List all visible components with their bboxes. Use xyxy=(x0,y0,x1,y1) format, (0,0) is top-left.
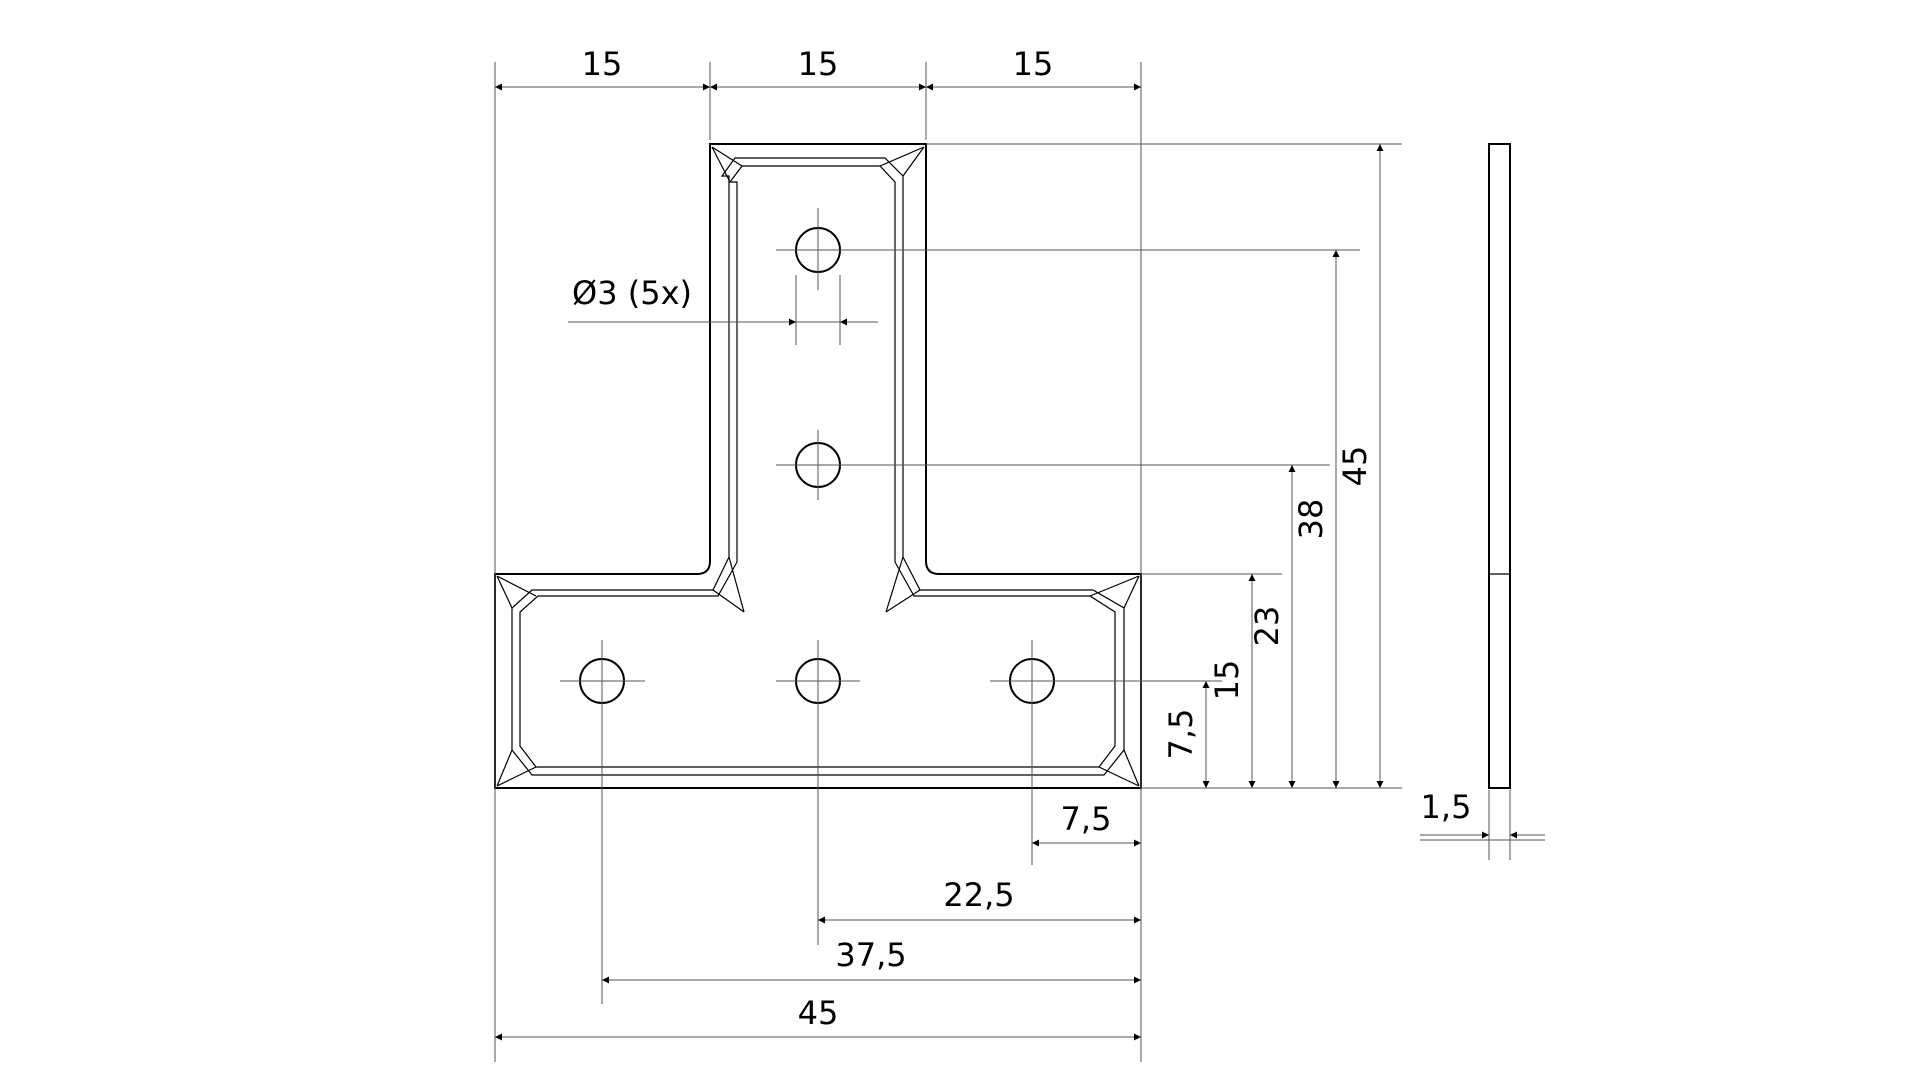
dimension-lines xyxy=(495,83,1545,1041)
dim-bottom-37-5: 37,5 xyxy=(835,936,906,974)
dim-bottom-7-5: 7,5 xyxy=(1061,800,1112,838)
dim-thickness: 1,5 xyxy=(1421,788,1472,826)
dim-top-1: 15 xyxy=(582,45,623,83)
dim-right-23: 23 xyxy=(1248,606,1286,647)
side-view xyxy=(1488,143,1511,789)
dim-bottom-22-5: 22,5 xyxy=(943,876,1014,914)
dim-top-3: 15 xyxy=(1013,45,1054,83)
dim-bottom-45: 45 xyxy=(798,994,839,1032)
dim-right-45: 45 xyxy=(1336,446,1374,487)
dim-right-7-5: 7,5 xyxy=(1162,709,1200,760)
dimension-labels: 15 15 15 Ø3 (5x) 45 38 23 15 7,5 7,5 22,… xyxy=(572,45,1471,1032)
hole-diameter-label: Ø3 (5x) xyxy=(572,274,692,312)
dim-right-38: 38 xyxy=(1292,499,1330,540)
dim-right-15: 15 xyxy=(1208,660,1246,701)
dim-top-2: 15 xyxy=(798,45,839,83)
extension-lines xyxy=(494,62,1545,1062)
